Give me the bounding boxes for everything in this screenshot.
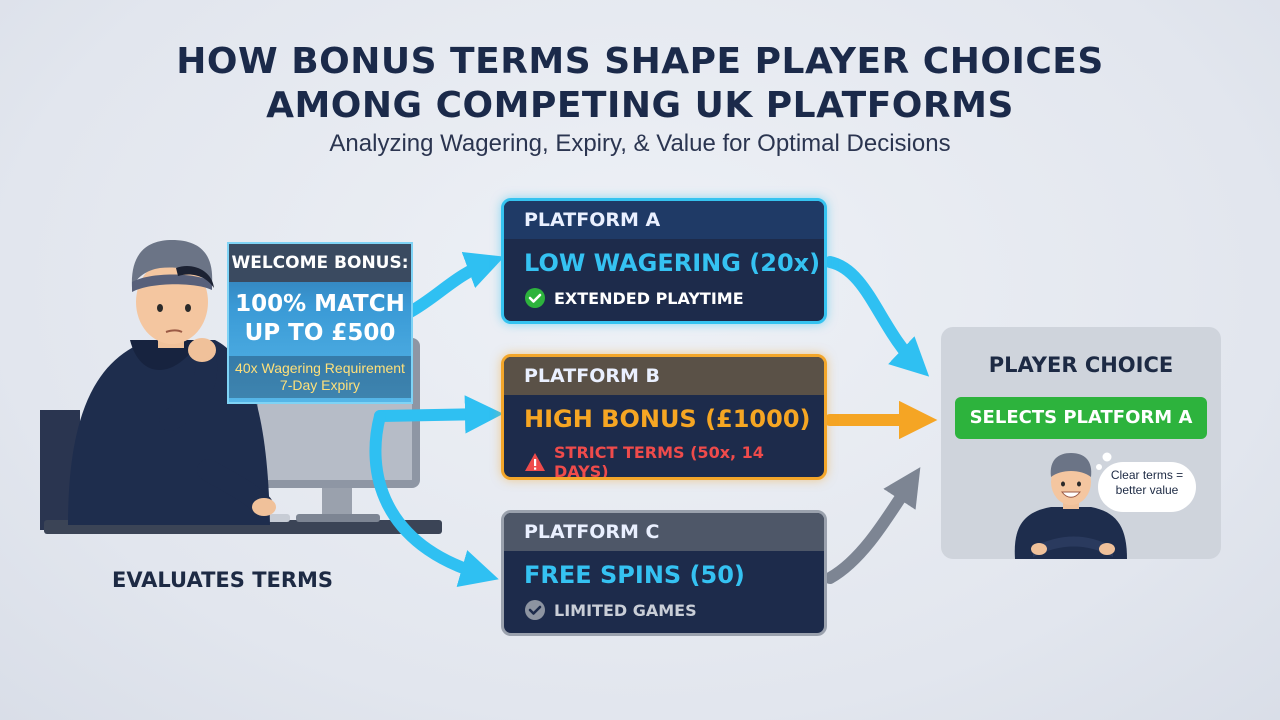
- thought-line-1: Clear terms =: [1110, 468, 1184, 482]
- platform-b-headline: HIGH BONUS (£1000): [524, 405, 811, 433]
- player-thinking-illustration: [68, 240, 276, 525]
- main-title: HOW BONUS TERMS SHAPE PLAYER CHOICES AMO…: [0, 40, 1280, 128]
- bonus-terms-line-1: 40x Wagering Requirement: [235, 360, 405, 376]
- player-choice-title: PLAYER CHOICE: [988, 353, 1174, 377]
- thought-line-2: better value: [1115, 483, 1179, 497]
- subtitle: Analyzing Wagering, Expiry, & Value for …: [329, 130, 951, 157]
- platform-c-card: PLATFORM C FREE SPINS (50) LIMITED GAMES: [501, 510, 827, 636]
- platform-a-headline: LOW WAGERING (20x): [524, 249, 821, 277]
- arrow-to-platform-a: [404, 252, 505, 318]
- evaluates-terms-label: EVALUATES TERMS: [112, 568, 334, 592]
- platform-a-card: PLATFORM A LOW WAGERING (20x) EXTENDED P…: [501, 198, 827, 324]
- platform-b-name: PLATFORM B: [504, 357, 824, 395]
- happy-player-illustration: [1014, 452, 1127, 559]
- arrow-c-to-choice: [824, 467, 921, 584]
- title-line-1: HOW BONUS TERMS SHAPE PLAYER CHOICES: [176, 41, 1104, 82]
- platform-c-headline: FREE SPINS (50): [524, 561, 745, 589]
- arrow-a-to-choice: [824, 256, 930, 377]
- bonus-offer: 100% MATCH UP TO £500: [229, 290, 411, 348]
- check-circle-icon: [525, 600, 545, 620]
- platform-c-name: PLATFORM C: [504, 513, 824, 551]
- check-circle-icon: [525, 288, 545, 308]
- bonus-terms: 40x Wagering Requirement 7-Day Expiry: [229, 356, 411, 398]
- selects-platform-a-badge: SELECTS PLATFORM A: [955, 397, 1207, 439]
- platform-a-name: PLATFORM A: [504, 201, 824, 239]
- platform-c-note: LIMITED GAMES: [504, 599, 824, 621]
- welcome-bonus-screen: WELCOME BONUS: 100% MATCH UP TO £500 40x…: [227, 242, 413, 404]
- arrow-to-platform-c: [369, 410, 499, 588]
- bonus-terms-line-2: 7-Day Expiry: [279, 377, 361, 393]
- platform-a-note: EXTENDED PLAYTIME: [504, 287, 824, 309]
- platform-a-note-text: EXTENDED PLAYTIME: [554, 288, 744, 308]
- arrow-to-platform-b: [374, 395, 504, 434]
- platform-b-card: PLATFORM B HIGH BONUS (£1000) STRICT TER…: [501, 354, 827, 480]
- bonus-header: WELCOME BONUS:: [229, 244, 411, 282]
- player-choice-panel: PLAYER CHOICE SELECTS PLATFORM A: [941, 327, 1221, 559]
- bonus-offer-line-2: UP TO £500: [244, 320, 396, 346]
- platform-b-note-text: STRICT TERMS (50x, 14 DAYS): [554, 443, 764, 480]
- title-line-2: AMONG COMPETING UK PLATFORMS: [266, 85, 1014, 126]
- bonus-offer-line-1: 100% MATCH: [235, 291, 405, 317]
- platform-b-note: STRICT TERMS (50x, 14 DAYS): [504, 443, 824, 480]
- warning-icon: [525, 453, 545, 471]
- thought-bubble: Clear terms = better value: [1098, 462, 1196, 512]
- platform-c-note-text: LIMITED GAMES: [554, 600, 697, 620]
